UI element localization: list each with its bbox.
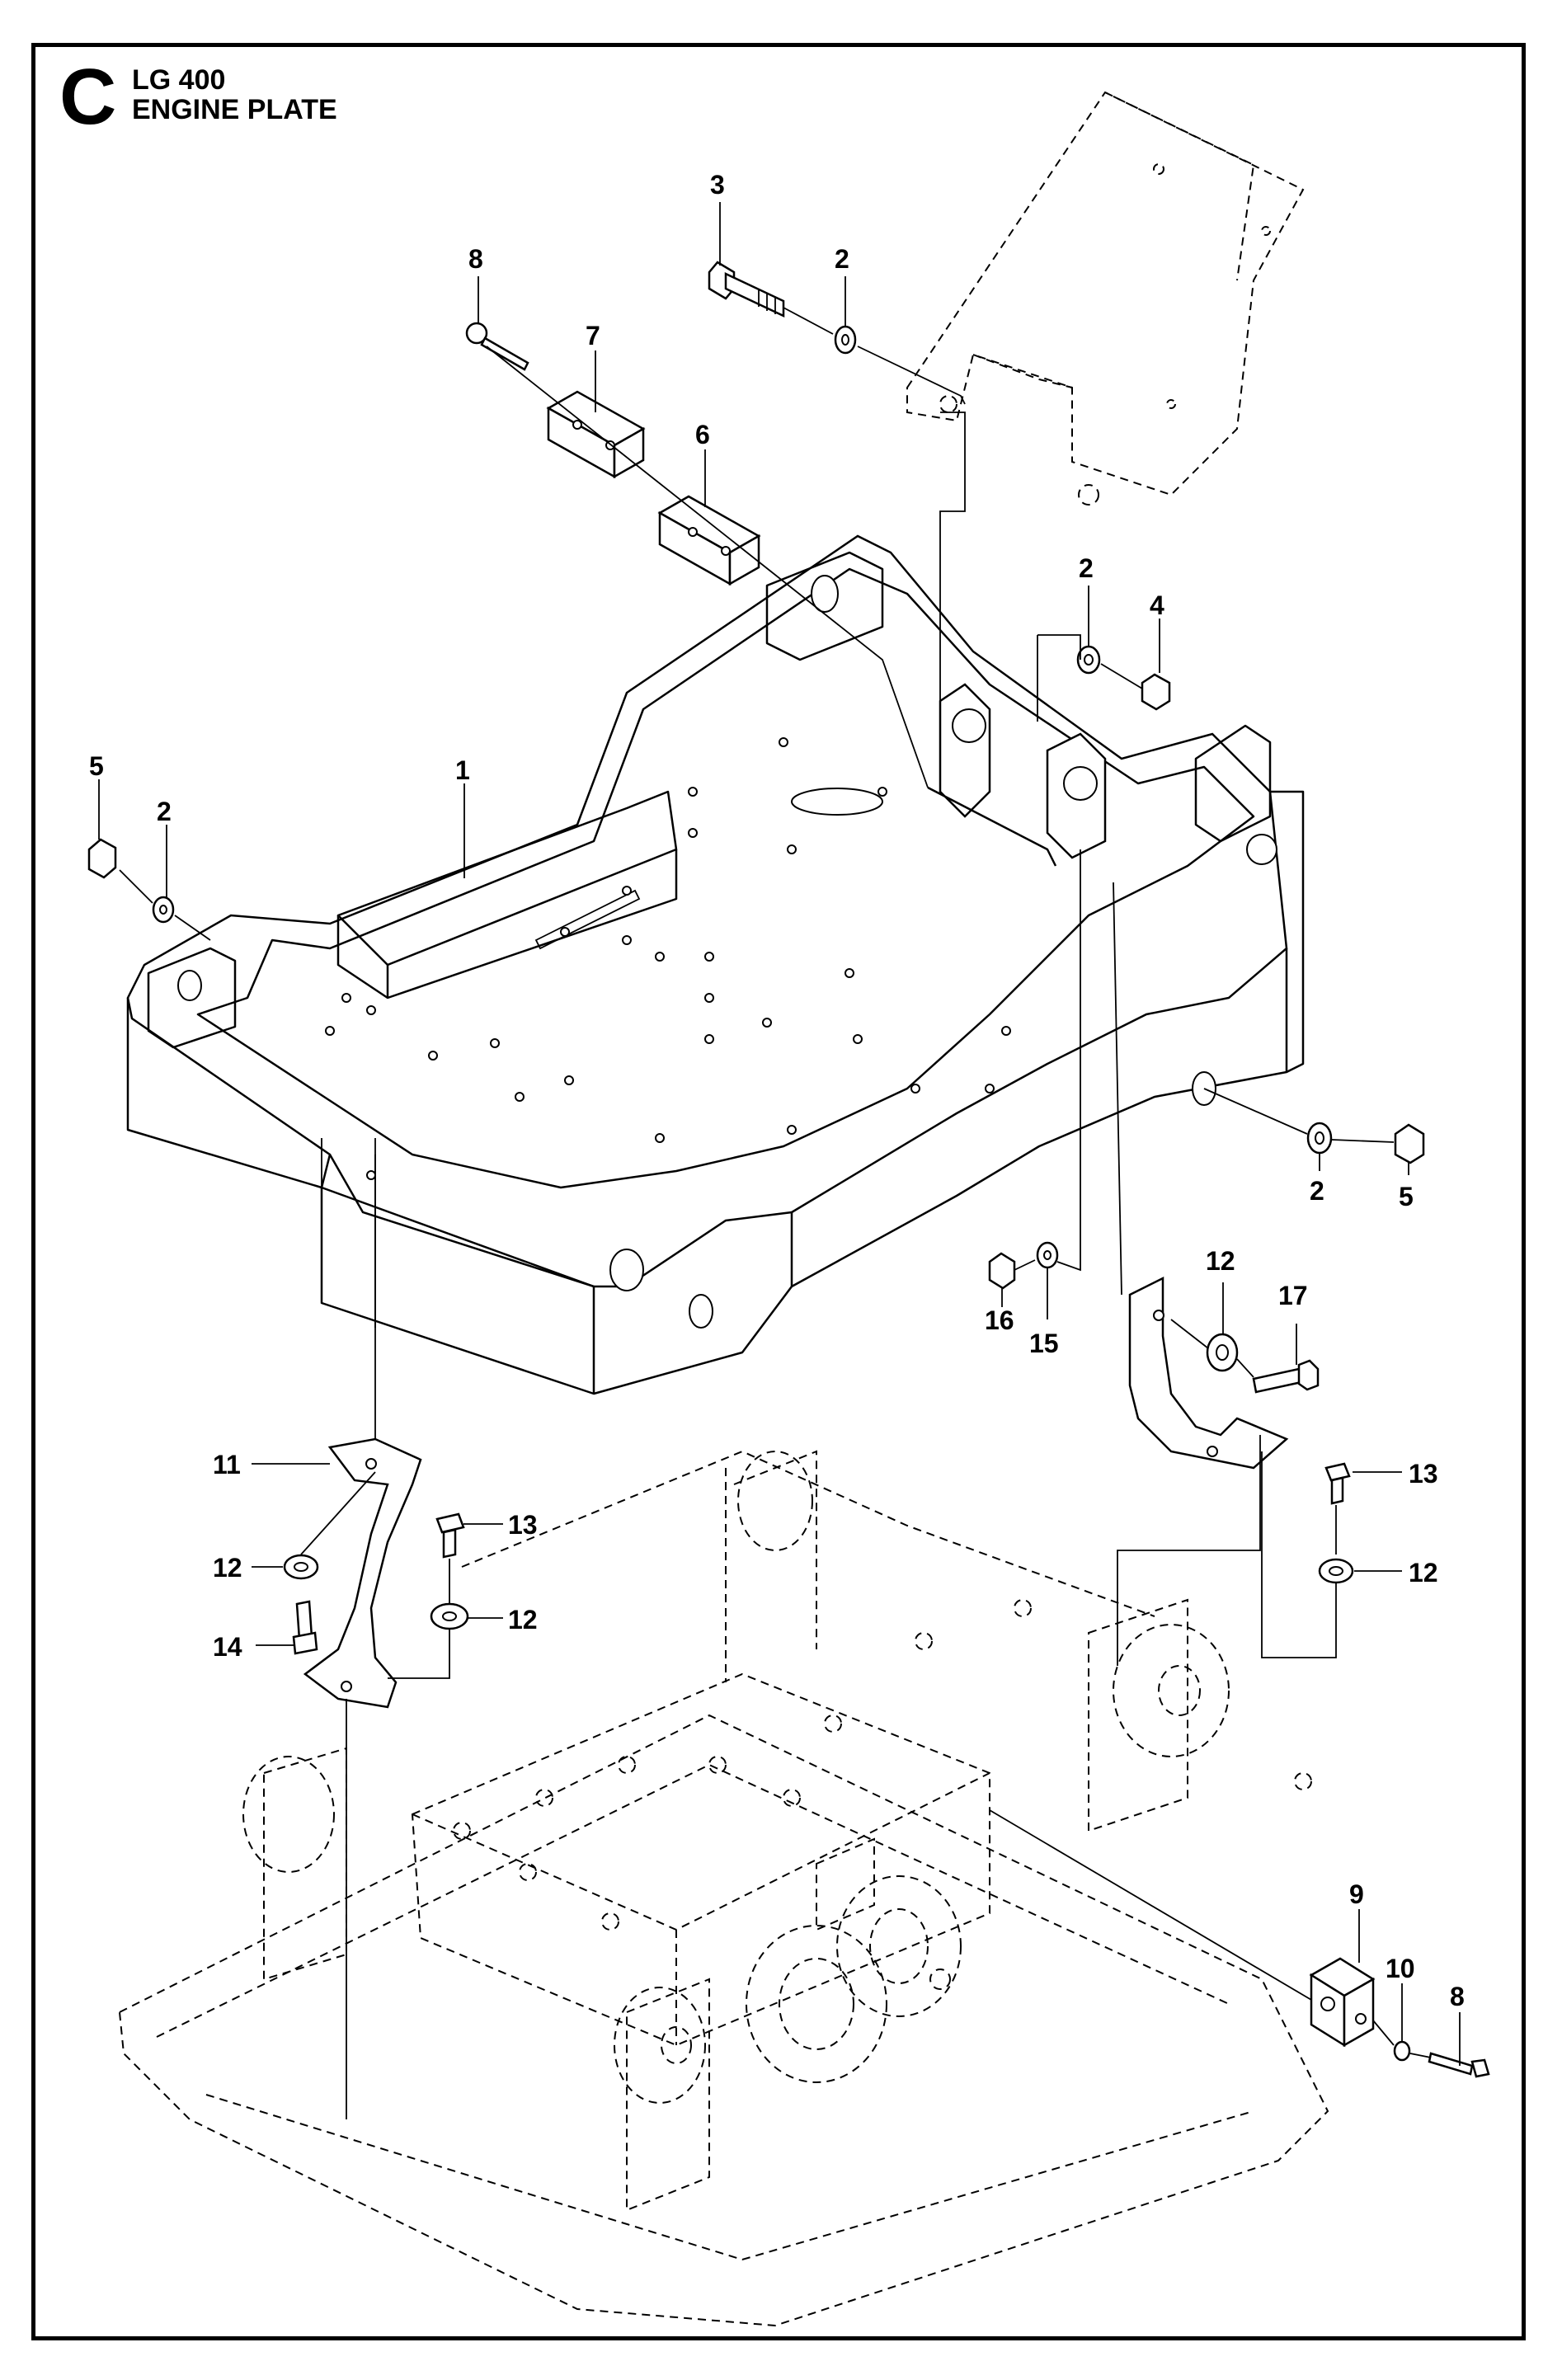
callout-labels: 1 2 2 2 2 3 4 5 5 6 7 8 8 9 10 11 12 12 … (89, 170, 1465, 2011)
nut-part-4 (1141, 673, 1171, 711)
model-name: LG 400 (132, 64, 226, 96)
nut-part-5-right (1394, 1123, 1425, 1164)
diagram-title: ENGINE PLATE (132, 94, 337, 125)
callout-8-bottom: 8 (1450, 1982, 1465, 2011)
callout-16: 16 (985, 1305, 1014, 1335)
callout-2-side: 2 (1310, 1176, 1324, 1206)
clamp-block-part-7 (546, 390, 646, 479)
bolt-part-13-left (435, 1512, 465, 1559)
callout-2-top: 2 (835, 244, 849, 274)
callout-11: 11 (213, 1450, 241, 1479)
callout-17: 17 (1278, 1281, 1308, 1310)
callout-12-b: 12 (1409, 1558, 1438, 1587)
callout-12-c: 12 (213, 1553, 242, 1583)
bolt-part-14 (292, 1600, 318, 1655)
bolt-part-13-right (1324, 1462, 1351, 1505)
callout-1: 1 (455, 755, 470, 785)
nut-part-16 (988, 1252, 1016, 1290)
callout-12-d: 12 (508, 1605, 538, 1634)
support-bracket-right (1128, 1276, 1289, 1470)
callout-3: 3 (710, 170, 725, 200)
screw-part-8-top (465, 322, 529, 371)
callout-9: 9 (1349, 1879, 1364, 1909)
callout-2-right: 2 (1079, 553, 1094, 583)
callout-10: 10 (1386, 1954, 1415, 1983)
engine-plate-main (126, 534, 1305, 1395)
callout-14: 14 (213, 1632, 242, 1662)
callout-12-a: 12 (1206, 1246, 1235, 1276)
callout-7: 7 (586, 321, 600, 350)
bolt-part-17 (1252, 1359, 1320, 1394)
base-plate-phantom (118, 1450, 1329, 2327)
callout-2-left: 2 (157, 797, 172, 826)
nut-part-5-left (87, 838, 117, 879)
callout-4: 4 (1150, 590, 1164, 620)
washer-part-10 (1393, 2040, 1411, 2062)
block-part-9 (1309, 1957, 1376, 2048)
callout-15: 15 (1029, 1329, 1059, 1358)
bolt-part-3 (708, 261, 785, 317)
callout-13-left: 13 (508, 1510, 538, 1540)
screw-part-8-bottom (1428, 2052, 1490, 2078)
diagram-frame (31, 43, 1526, 2340)
callout-5-right: 5 (1399, 1182, 1414, 1211)
handle-phantom (906, 91, 1305, 506)
clamp-block-part-6 (657, 495, 761, 586)
callout-6: 6 (695, 420, 710, 449)
assembly-lines (119, 307, 1432, 2119)
section-letter: C (59, 53, 117, 141)
callout-leaders (98, 202, 1461, 2066)
callout-8-top: 8 (468, 244, 483, 274)
callout-5-left: 5 (89, 751, 104, 781)
support-bracket-left (303, 1437, 422, 1709)
callout-13-right: 13 (1409, 1459, 1438, 1489)
